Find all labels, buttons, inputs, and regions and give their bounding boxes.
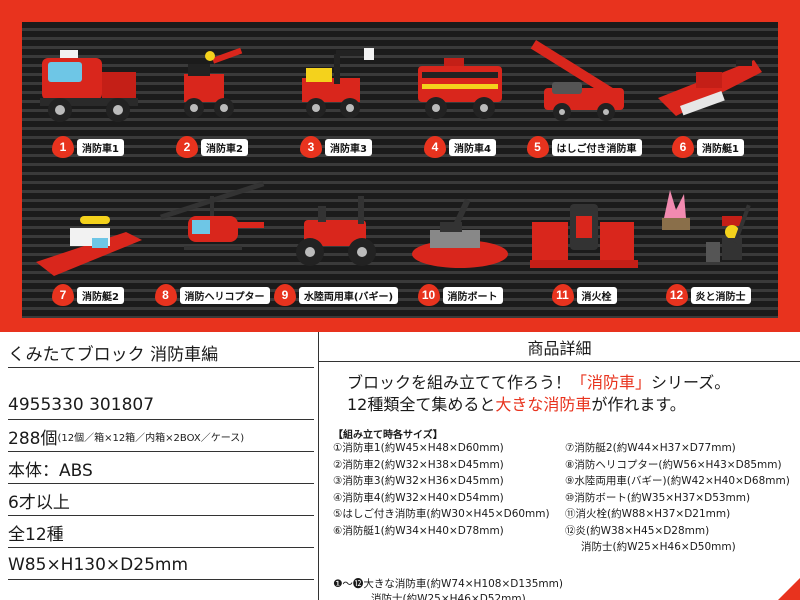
item-name: 消防車4 (449, 138, 496, 156)
fireboat-1-image (658, 60, 762, 116)
fire-helicopter-image (160, 181, 265, 250)
item-name: はしご付き消防車 (551, 138, 642, 156)
spec-item: ②消防車2(約W32×H38×D45mm) (333, 458, 504, 471)
number-badge: 6 (672, 136, 695, 158)
tagline-text: が作れます。 (591, 395, 686, 414)
spec-item: ①消防車1(約W45×H48×D60mm) (333, 442, 504, 454)
spec-list-right: ⑦消防艇2(約W44×H37×D77mm) ⑧消防ヘリコプター(約W56×H43… (565, 440, 790, 556)
spec-list-left: ①消防車1(約W45×H48×D60mm) ②消防車2(約W32×H38×D45… (333, 440, 550, 539)
fireboat-2-image (36, 216, 142, 276)
spec-item: ⑤はしご付き消防車(約W30×H45×D60mm) (333, 508, 550, 520)
spec-item: ⑫炎(約W38×H45×D28mm) (565, 524, 710, 537)
spec-item: ⑨水陸両用車(バギー)(約W42×H40×D68mm) (565, 475, 790, 487)
tagline-highlight: 「消防車」 (571, 373, 652, 392)
big-firefighter-line: 消防士(約W25×H46×D52mm) (371, 593, 526, 600)
item-name: 消火栓 (576, 286, 617, 304)
table-divider (318, 332, 319, 600)
lineup-background (22, 22, 778, 318)
ladder-truck-image (530, 40, 624, 121)
item-name: 消防艇2 (77, 286, 124, 304)
product-details-panel: 商品詳細 ブロックを組み立てて作ろう！「消防車」シリーズ。 12種類全て集めると… (319, 332, 800, 600)
number-badge: 11 (551, 284, 574, 306)
fire-boat-image (412, 198, 508, 268)
item-name: 消防ヘリコプター (179, 286, 270, 304)
jan-code: 4955330 301807 (8, 390, 314, 420)
item-name: 消防ボート (442, 286, 503, 304)
spec-item: 消防士(約W25×H46×D50mm) (581, 541, 736, 553)
flame-and-firefighter-image (662, 190, 751, 262)
spec-item: ⑪消火栓(約W88×H37×D21mm) (565, 508, 731, 520)
number-badge: 4 (424, 136, 447, 158)
item-name: 消防車1 (77, 138, 124, 156)
item-name: 消防艇1 (697, 138, 744, 156)
variety-row: 全12種 (8, 518, 314, 548)
top-red-border (0, 0, 800, 22)
tagline-text: 12種類全て集めると (347, 395, 496, 414)
age-row: 6才以上 (8, 486, 314, 516)
item-name: 消防車3 (325, 138, 372, 156)
product-info-table: くみたてブロック 消防車編 4955330 301807 288個 (12個／箱… (0, 332, 318, 600)
tagline-highlight: 大きな消防車 (495, 395, 592, 414)
amphibious-buggy-image (296, 196, 376, 266)
corner-accent (778, 578, 800, 600)
fire-truck-4-image (418, 58, 502, 119)
spec-item: ⑩消防ボート(約W35×H37×D53mm) (565, 491, 751, 504)
spec-item: ⑧消防ヘリコプター(約W56×H43×D85mm) (565, 458, 782, 471)
material-row: 本体：ABS (8, 454, 314, 484)
number-badge: 7 (52, 284, 75, 306)
spec-item: ③消防車3(約W32×H36×D45mm) (333, 475, 504, 487)
item-name: 消防車2 (201, 138, 248, 156)
number-badge: 1 (52, 136, 75, 158)
item-name: 炎と消防士 (690, 286, 751, 304)
number-badge: 9 (273, 284, 296, 306)
number-badge: 2 (176, 136, 199, 158)
number-badge: 5 (526, 136, 549, 158)
fire-hydrant-image (530, 204, 638, 268)
quantity-row: 288個 (12個／箱×12箱／内箱×2BOX／ケース) (8, 422, 314, 452)
big-truck-spec: ❶〜⓬大きな消防車(約W74×H108×D135mm) 消防士(約W25×H46… (333, 577, 563, 600)
right-red-border (778, 0, 800, 332)
item-name: 水陸両用車(バギー) (298, 286, 399, 304)
number-badge: 10 (417, 284, 440, 306)
big-truck-line: ❶〜⓬大きな消防車(約W74×H108×D135mm) (333, 578, 563, 590)
left-red-border (0, 0, 22, 332)
fire-truck-2-image (184, 47, 243, 118)
quantity-note: (12個／箱×12箱／内箱×2BOX／ケース) (57, 433, 245, 444)
tagline: ブロックを組み立てて作ろう！「消防車」シリーズ。 12種類全て集めると大きな消防… (347, 372, 730, 416)
tagline-text: シリーズ。 (651, 373, 731, 392)
size-row: W85×H130×D25mm (8, 550, 314, 580)
details-heading: 商品詳細 (319, 332, 800, 362)
red-divider-band (0, 318, 800, 332)
fire-truck-3-image (302, 48, 374, 118)
number-badge: 12 (665, 284, 688, 306)
spec-heading: 【組み立て時各サイズ】 (333, 430, 443, 441)
quantity-value: 288個 (8, 429, 58, 449)
spec-item: ⑥消防艇1(約W34×H40×D78mm) (333, 524, 504, 537)
tagline-text: ブロックを組み立てて作ろう！ (347, 373, 572, 392)
spec-item: ⑦消防艇2(約W44×H37×D77mm) (565, 442, 736, 454)
fire-truck-1-image (40, 50, 138, 122)
number-badge: 8 (154, 284, 177, 306)
number-badge: 3 (300, 136, 323, 158)
product-title: くみたてブロック 消防車編 (8, 338, 314, 368)
spec-item: ④消防車4(約W32×H40×D54mm) (333, 491, 504, 504)
